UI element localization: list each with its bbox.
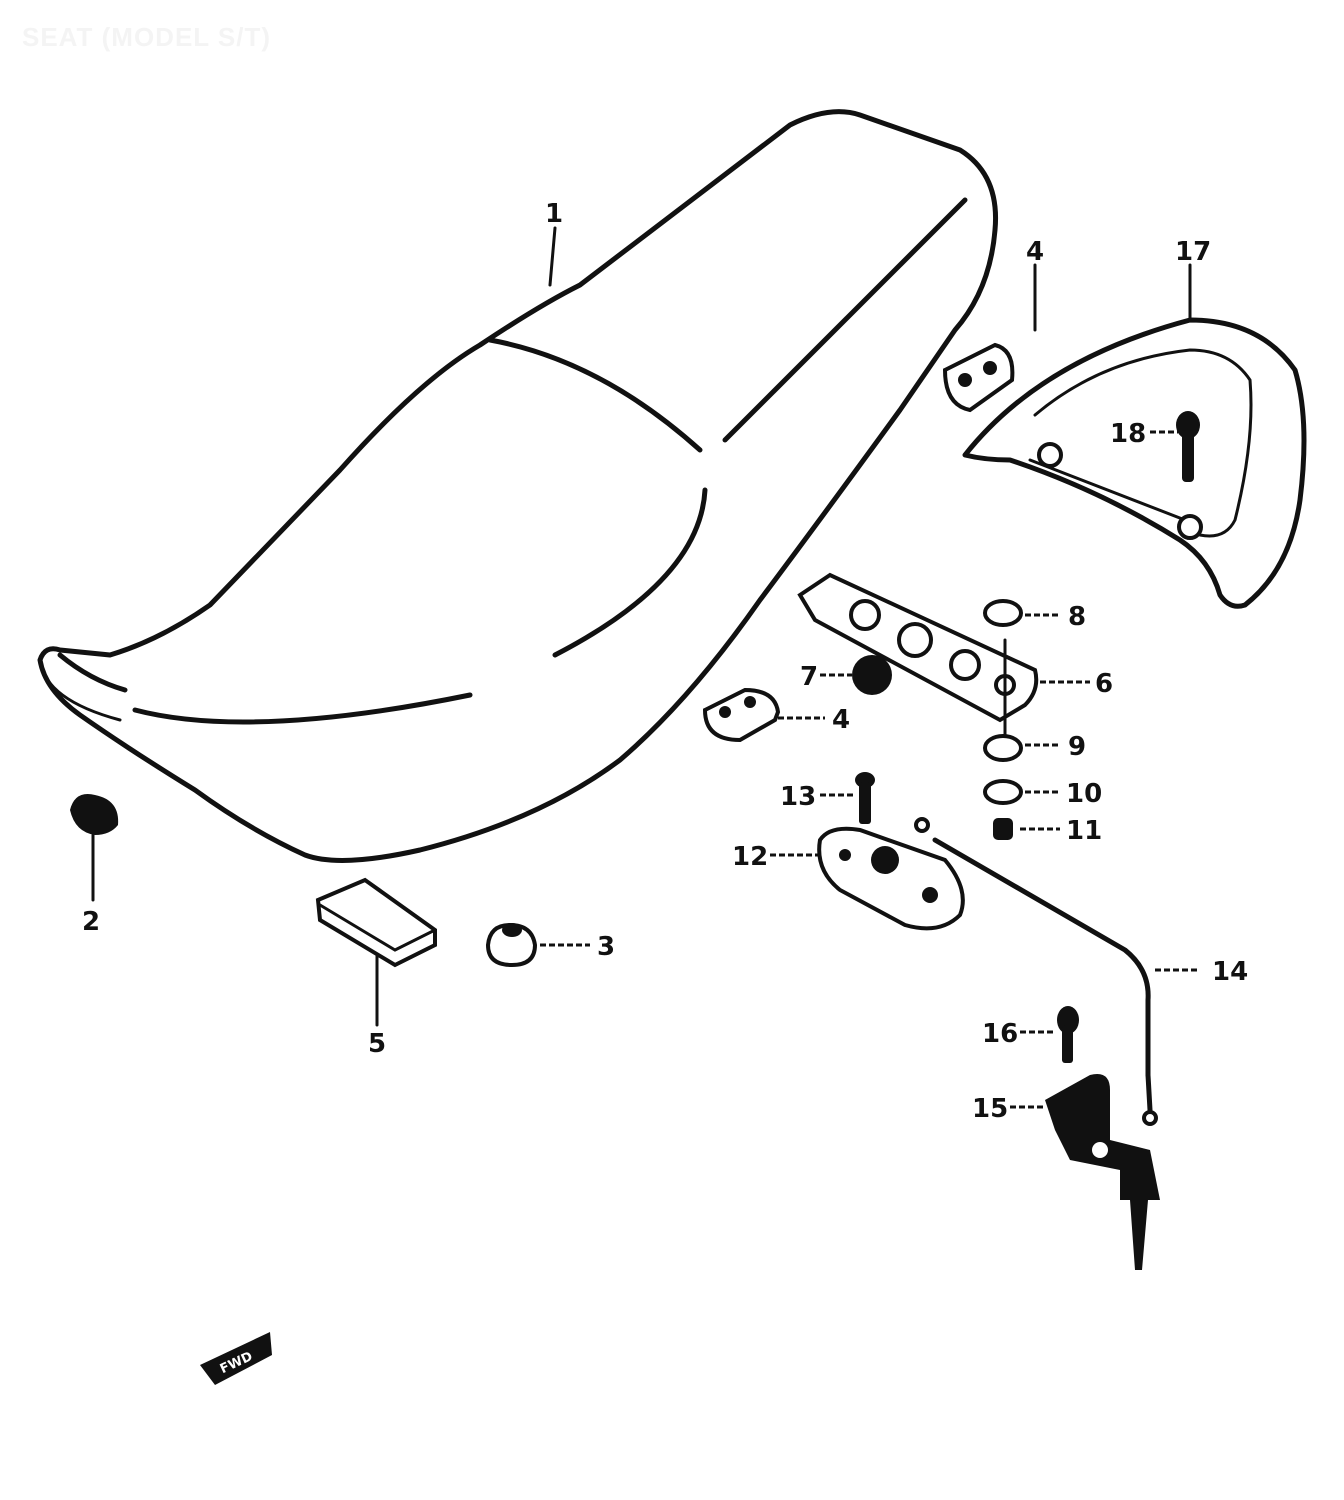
screw-part-13[interactable] [855,772,875,824]
nut-part-3[interactable] [485,922,538,968]
label-18: 18 [1110,419,1146,449]
label-5: 5 [368,1029,386,1059]
label-3: 3 [597,932,615,962]
leader-lines [91,226,1200,1109]
label-11: 11 [1066,816,1102,846]
cushion-part-4-upper[interactable] [942,342,1015,413]
diagram-title: SEAT (MODEL S/T) [22,22,272,52]
washer-part-9[interactable] [983,734,1023,762]
bolt-part-16[interactable] [1057,1006,1079,1063]
label-12: 12 [732,842,768,872]
cable-part-14[interactable] [914,817,1158,1126]
washer-part-8[interactable] [983,599,1023,627]
seat-part-1[interactable] [37,109,999,863]
washer-part-10[interactable] [983,779,1023,805]
front-arrow-icon [200,1332,272,1385]
seat-lock-part-12[interactable] [817,826,965,931]
label-4-lower: 4 [832,705,850,735]
label-17: 17 [1175,237,1211,267]
label-6: 6 [1095,669,1113,699]
label-8: 8 [1068,602,1086,632]
label-15: 15 [972,1094,1008,1124]
nut-part-11[interactable] [993,818,1013,840]
label-16: 16 [982,1019,1018,1049]
cushion-part-4-lower[interactable] [702,687,781,743]
label-2: 2 [82,907,100,937]
label-9: 9 [1068,732,1086,762]
tail-cover-part-17[interactable] [962,317,1307,609]
hinge-plate-part-6[interactable] [797,572,1039,752]
label-10: 10 [1066,779,1102,809]
label-14: 14 [1212,957,1248,987]
pad-part-5[interactable] [315,877,437,968]
key-lock-part-15[interactable] [1045,1074,1160,1270]
label-13: 13 [780,782,816,812]
bolt-part-18[interactable] [1176,411,1200,482]
clip-part-2[interactable] [70,794,119,835]
label-7: 7 [800,662,818,692]
label-1: 1 [545,199,563,229]
label-4-upper: 4 [1026,237,1044,267]
grommet-part-7[interactable] [852,655,892,695]
